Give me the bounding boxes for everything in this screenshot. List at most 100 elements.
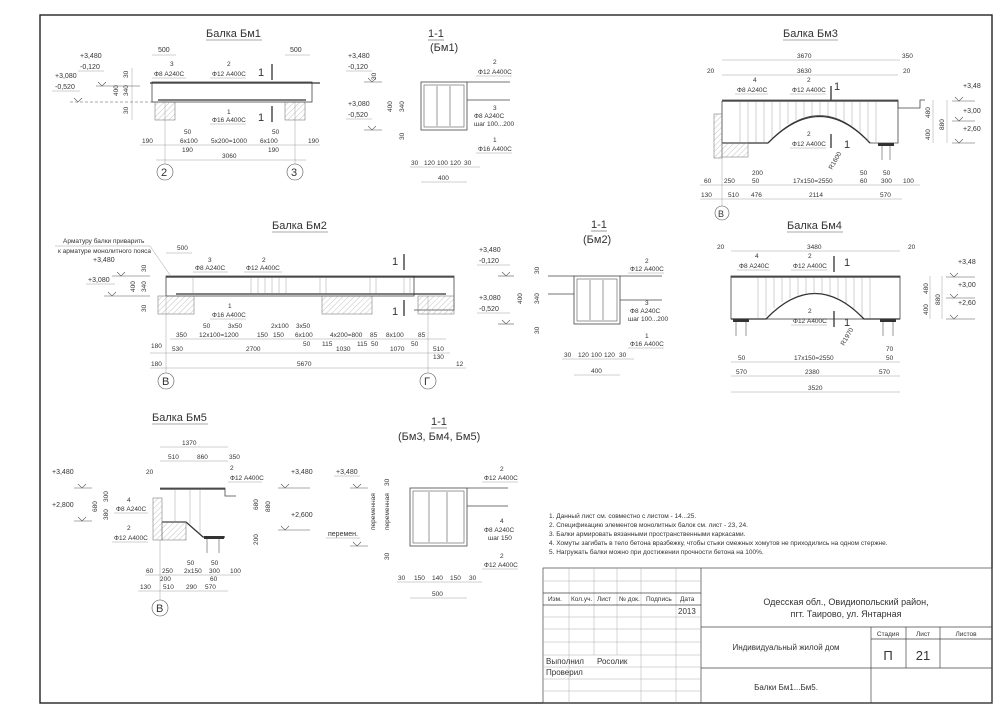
tb-sheet: 21 [916,648,930,663]
dim: 2700 [246,346,261,353]
level-mark: -0,520 [348,112,368,119]
dim: 3480 [807,244,822,251]
note-item: 3. Балки армировать вязанными пространст… [549,531,746,538]
bar-step: шаг 100...200 [628,316,668,323]
dim: 570 [879,369,890,376]
beam-bm1-drawing: Балка Бм1 +3,480 -0,120 +3,080 -0,520 50… [52,28,320,181]
bar-position: 3 [493,105,497,112]
dim: 4x200=800 [330,332,363,339]
dim: 1030 [336,346,351,353]
dim: 250 [162,568,173,575]
bm3-title: Балка Бм3 [783,28,838,40]
bm4-title: Балка Бм4 [787,220,842,232]
level-mark: +3,080 [88,277,110,284]
dim: 500 [290,47,302,54]
dim: 30 [464,160,472,167]
dim-total: 400 [591,368,602,375]
dim-total: 3060 [222,153,237,160]
dim: 12 [456,361,464,368]
dim: 3x50 [296,323,310,330]
dim: 50 [211,560,219,567]
dim: 30 [398,575,406,582]
dim: 50 [303,341,311,348]
dim: 400 [925,129,932,140]
dim: 300 [209,568,220,575]
tb-address: пгт. Таирово, ул. Янтарная [790,609,901,619]
section-bm1-drawing: 1-1 (Бм1) +3,480 -0,120 +3,080 -0,520 30… [346,28,514,183]
dim: 120 [424,160,435,167]
axis-label: 2 [161,167,167,179]
dim: 2114 [809,192,823,199]
tb-header: Лист [597,596,611,603]
radius-label: R1600 [828,151,844,171]
section-mark: 1 [258,67,264,79]
bar-spec: Ф12 А400С [792,141,826,148]
tb-header: Дата [680,596,695,603]
dim: 3630 [797,68,812,75]
weld-note: к арматуре монолитного пояса [58,248,151,255]
bar-position: 2 [500,466,504,473]
dim: 570 [880,192,891,199]
dim: 30 [534,266,541,274]
dim: 50 [738,355,746,362]
note-item: 2. Спецификацию элементов монолитных бал… [549,521,748,529]
bar-spec: Ф12 А400С [484,562,518,569]
level-mark: +3,480 [479,247,501,254]
tb-header: № док. [619,596,640,603]
dim: 20 [717,244,725,251]
bar-spec: Ф8 А240С [474,113,505,120]
level-mark: -0,120 [348,64,368,71]
bar-position: 2 [262,257,266,264]
dim: 50 [187,560,195,567]
dim: 190 [268,147,279,154]
dim: 150 [414,575,425,582]
level-mark: +2,600 [291,512,313,519]
dim: 200 [752,170,763,177]
tb-drawing-title: Балки Бм1...Бм5. [754,683,818,692]
bar-position: 4 [755,253,759,260]
sheet-frame [39,14,993,704]
dim: 6x100 [260,138,278,145]
dim: 30 [411,160,419,167]
level-mark: +3,480 [52,469,74,476]
dim: 50 [411,341,419,348]
note-item: 1. Данный лист см. совместно с листом - … [549,512,696,520]
stirrups [739,102,877,142]
dim: 190 [182,147,193,154]
level-mark: +3,00 [958,282,976,289]
dim: 860 [197,454,208,461]
bar-position: 4 [500,518,504,525]
bar-position: 2 [807,77,811,84]
dim: 30 [141,304,148,312]
section-mark: 1 [844,139,850,151]
tb-header: Изм. [548,596,562,603]
tb-header: Кол.уч. [571,596,592,603]
beam-bm2-drawing: Балка Бм2 Арматуру балки приварить к арм… [55,220,466,390]
bar-spec: Ф12 А400С [793,318,827,325]
level-mark: -0,520 [479,306,499,313]
dim: 340 [141,281,148,292]
title-block: Изм. Кол.уч. Лист № док. Подпись Дата 20… [542,567,993,704]
tb-stage: П [883,648,892,663]
dim: 30 [619,352,627,359]
dim: 100 [230,568,241,575]
dim: 5x200=1000 [211,138,247,145]
bm1-title: Балка Бм1 [206,28,261,40]
level-mark: +3,00 [963,108,981,115]
dim: 350 [176,332,187,339]
dim: 30 [564,352,572,359]
level-mark: -0,120 [479,258,499,265]
level-mark: +3,480 [336,469,358,476]
dim: 30 [123,106,130,114]
tb-header: Подпись [646,596,672,603]
bar-position: 2 [127,525,131,532]
dim: 400 [113,85,120,96]
dim: 6x100 [295,332,313,339]
bar-spec: Ф12 А400С [246,265,280,272]
dim: 17x150=2550 [793,178,833,185]
axis-bubble [157,372,175,390]
note-item: 5. Нагружать балки можно при достижении … [549,548,764,556]
axis-bubble [419,372,437,390]
level-mark: +3,480 [348,53,370,60]
dim: 50 [860,170,868,177]
